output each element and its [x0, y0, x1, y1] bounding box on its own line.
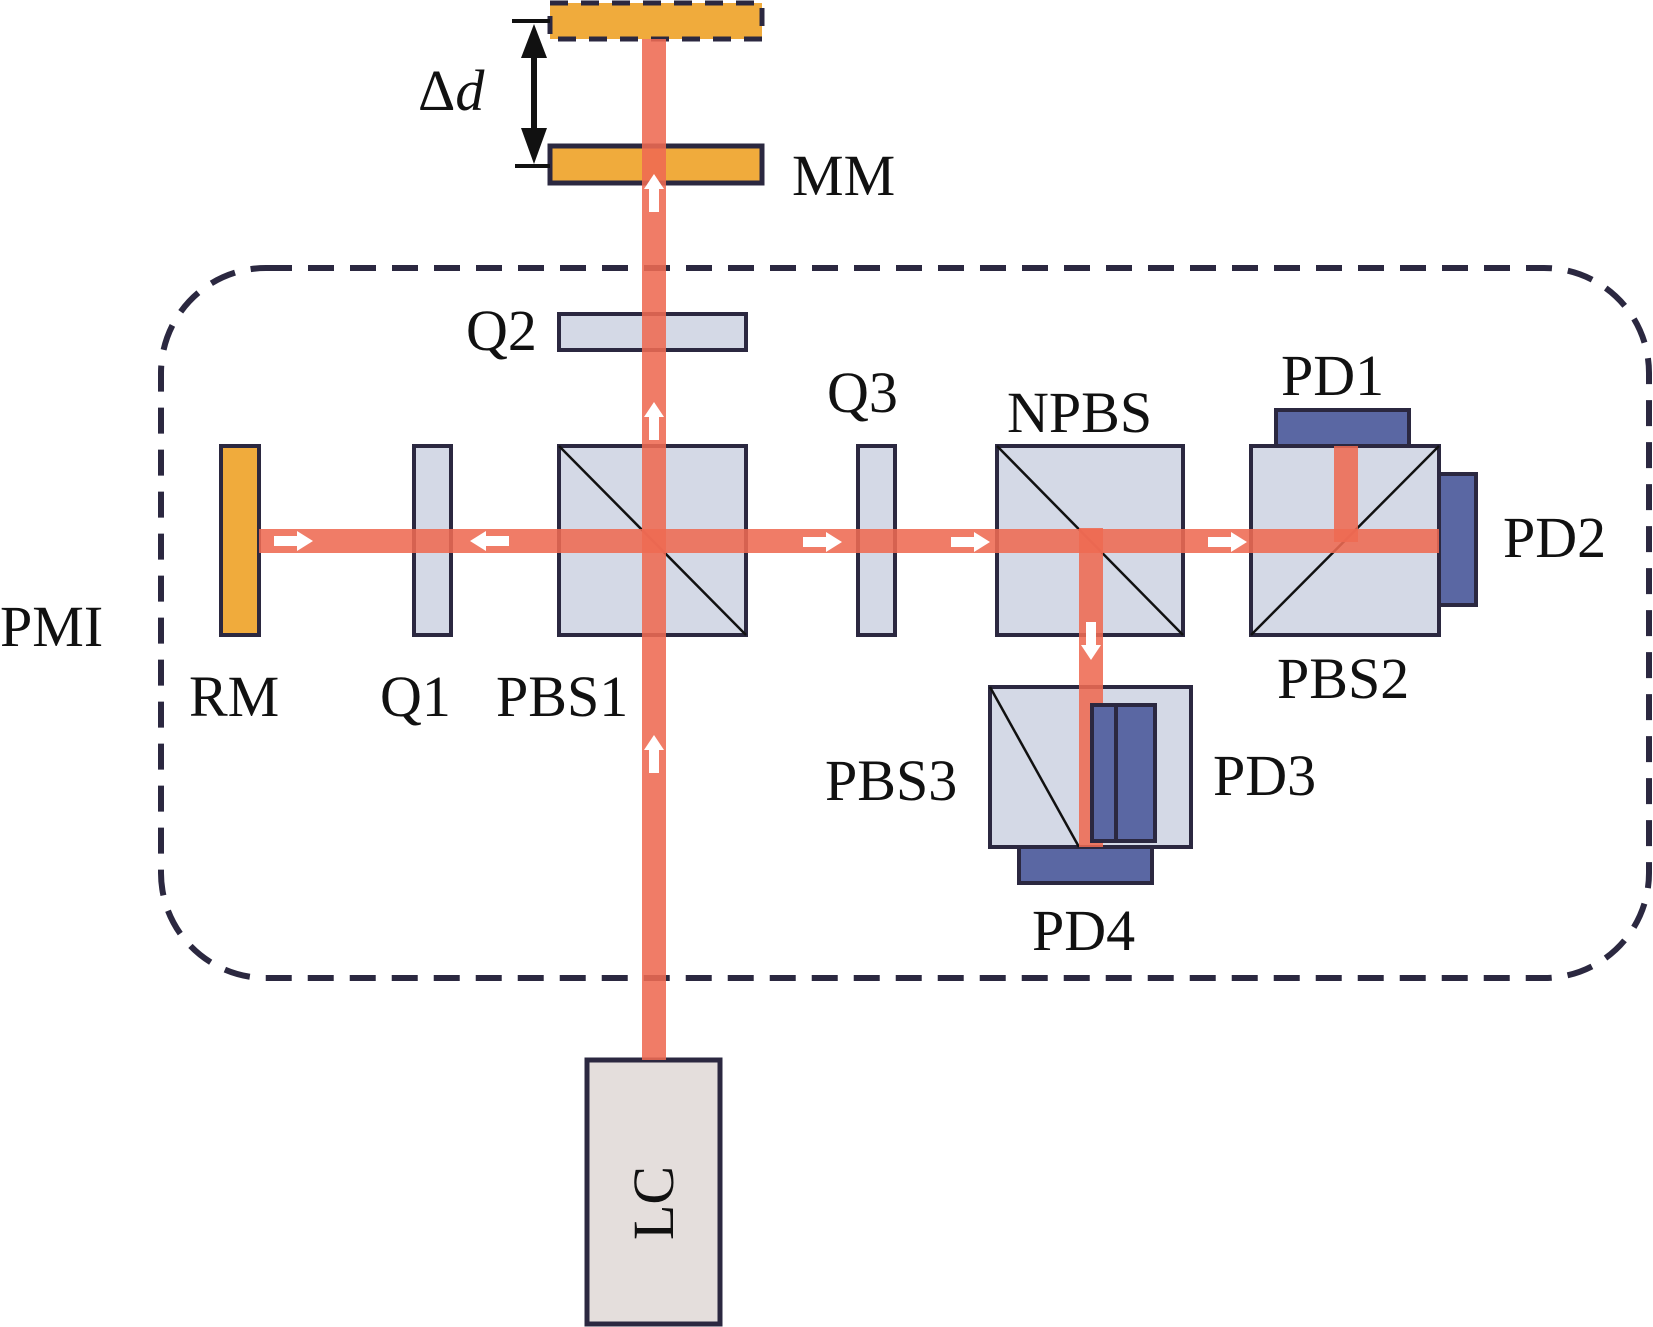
label-pbs2: PBS2 [1277, 646, 1409, 711]
arrow-right-icon [1208, 532, 1247, 552]
arrow-left-icon [470, 531, 509, 551]
pmi-enclosure [158, 265, 1652, 981]
arrow-up-icon [644, 174, 664, 212]
delta-d-label: Δd [418, 58, 485, 123]
beam-direction-arrows [274, 174, 1247, 773]
label-pmi: PMI [0, 594, 103, 659]
label-pbs3: PBS3 [825, 748, 957, 813]
label-pbs1: PBS1 [496, 664, 628, 729]
arrowhead-down-icon [521, 128, 547, 164]
photodetector-pd4 [1017, 845, 1154, 885]
label-mm: MM [792, 143, 895, 208]
arrow-up-icon [644, 402, 664, 440]
displacement-marker [512, 19, 550, 168]
arrow-right-icon [274, 531, 313, 551]
arrowhead-up-icon [521, 24, 547, 58]
photodetector-pd1 [1274, 408, 1411, 448]
photodetector-pd3 [1090, 703, 1157, 843]
photodetector-pd2 [1437, 472, 1478, 607]
label-pd2: PD2 [1503, 505, 1606, 570]
label-q3: Q3 [827, 360, 898, 425]
arrow-up-icon [644, 735, 664, 773]
label-npbs: NPBS [1007, 380, 1152, 445]
label-rm: RM [189, 664, 279, 729]
arrow-down-icon [1081, 622, 1101, 660]
beam-pbs2-to-pd1 [1334, 446, 1358, 542]
label-q2: Q2 [466, 298, 537, 363]
label-lc: LC [621, 1166, 686, 1240]
arrow-right-icon [803, 532, 842, 552]
beam-rm-to-npbs [259, 529, 997, 553]
label-pd1: PD1 [1281, 343, 1384, 408]
label-q1: Q1 [380, 664, 451, 729]
label-pd4: PD4 [1032, 898, 1135, 963]
moving-mirror-displaced [547, 0, 765, 42]
arrow-right-icon [951, 532, 990, 552]
reference-mirror [219, 444, 261, 637]
label-pd3: PD3 [1213, 743, 1316, 808]
